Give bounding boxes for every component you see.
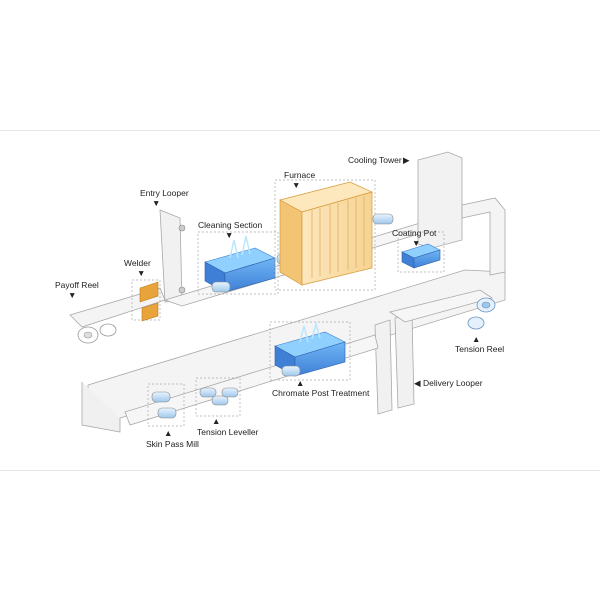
payoff-reel [77, 323, 117, 344]
label-entry-looper: Entry Looper [140, 188, 189, 198]
label-chromate-post-treatment: Chromate Post Treatment [272, 388, 370, 398]
bottom-frame-line [0, 470, 600, 471]
pointer-coating-pot: ▼ [412, 238, 420, 248]
label-skin-pass-mill: Skin Pass Mill [146, 439, 199, 449]
coating-pot [397, 231, 445, 273]
label-delivery-looper: Delivery Looper [423, 378, 483, 388]
label-furnace: Furnace [284, 170, 315, 180]
welder [131, 279, 161, 322]
pointer-delivery-looper: ◀ [414, 378, 421, 388]
pointer-furnace: ▼ [292, 180, 300, 190]
pointer-welder: ▼ [137, 268, 145, 278]
pointer-tension-reel: ▲ [472, 334, 480, 344]
label-coating-pot: Coating Pot [392, 228, 437, 238]
label-cleaning-section: Cleaning Section [198, 220, 263, 230]
entry-looper [178, 224, 186, 294]
skin-pass-mill [147, 383, 185, 427]
tension-leveller [195, 377, 241, 417]
label-cooling-tower: Cooling Tower [348, 155, 402, 165]
pointer-tension-leveller: ▲ [212, 416, 220, 426]
tension-reel [467, 297, 496, 330]
cooling-tower-strip [417, 151, 506, 276]
pointer-skin-pass-mill: ▲ [164, 428, 172, 438]
label-tension-reel: Tension Reel [455, 344, 504, 354]
furnace [274, 179, 394, 291]
label-payoff-reel: Payoff Reel [55, 280, 99, 290]
pointer-chromate-post-treatment: ▲ [296, 378, 304, 388]
label-tension-leveller: Tension Leveller [197, 427, 259, 437]
pointer-cleaning-section: ▼ [225, 230, 233, 240]
pointer-payoff-reel: ▼ [68, 290, 76, 300]
pointer-cooling-tower: ▶ [403, 155, 410, 165]
pointer-entry-looper: ▼ [152, 198, 160, 208]
chromate-post-treatment [269, 321, 351, 381]
label-welder: Welder [124, 258, 151, 268]
delivery-looper-strip [374, 289, 493, 415]
top-frame-line [0, 130, 600, 131]
